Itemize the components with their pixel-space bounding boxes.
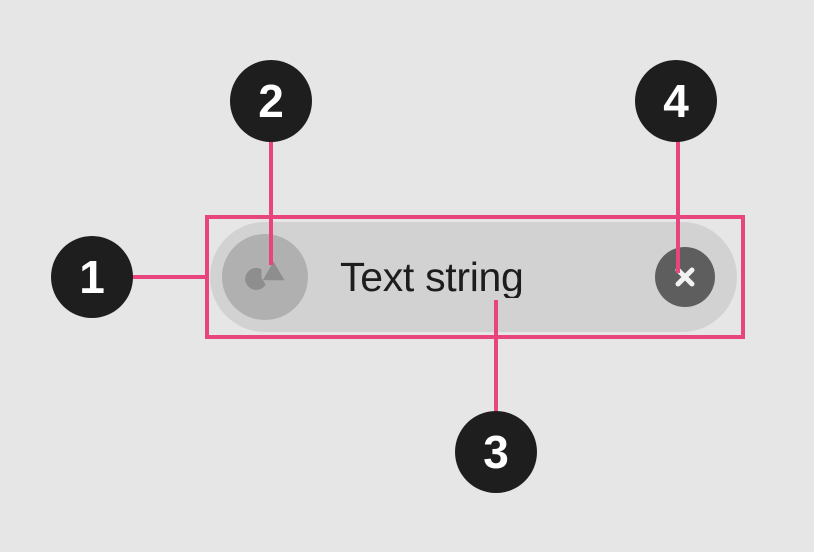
callout-badge-4: 4: [635, 60, 717, 142]
chip-container[interactable]: Text string: [210, 222, 737, 332]
chip-label: Text string: [340, 256, 524, 298]
chip-avatar[interactable]: [222, 234, 308, 320]
callout-badge-2-number: 2: [258, 75, 284, 127]
avatar-placeholder-icon: [243, 257, 287, 297]
close-icon: [669, 261, 701, 293]
callout-badge-1-number: 1: [79, 251, 105, 303]
callout-badge-1: 1: [51, 236, 133, 318]
callout-badge-3-number: 3: [483, 426, 509, 478]
callout-badge-2: 2: [230, 60, 312, 142]
chip-close-button[interactable]: [655, 247, 715, 307]
callout-badge-4-number: 4: [663, 75, 689, 127]
callout-badge-3: 3: [455, 411, 537, 493]
